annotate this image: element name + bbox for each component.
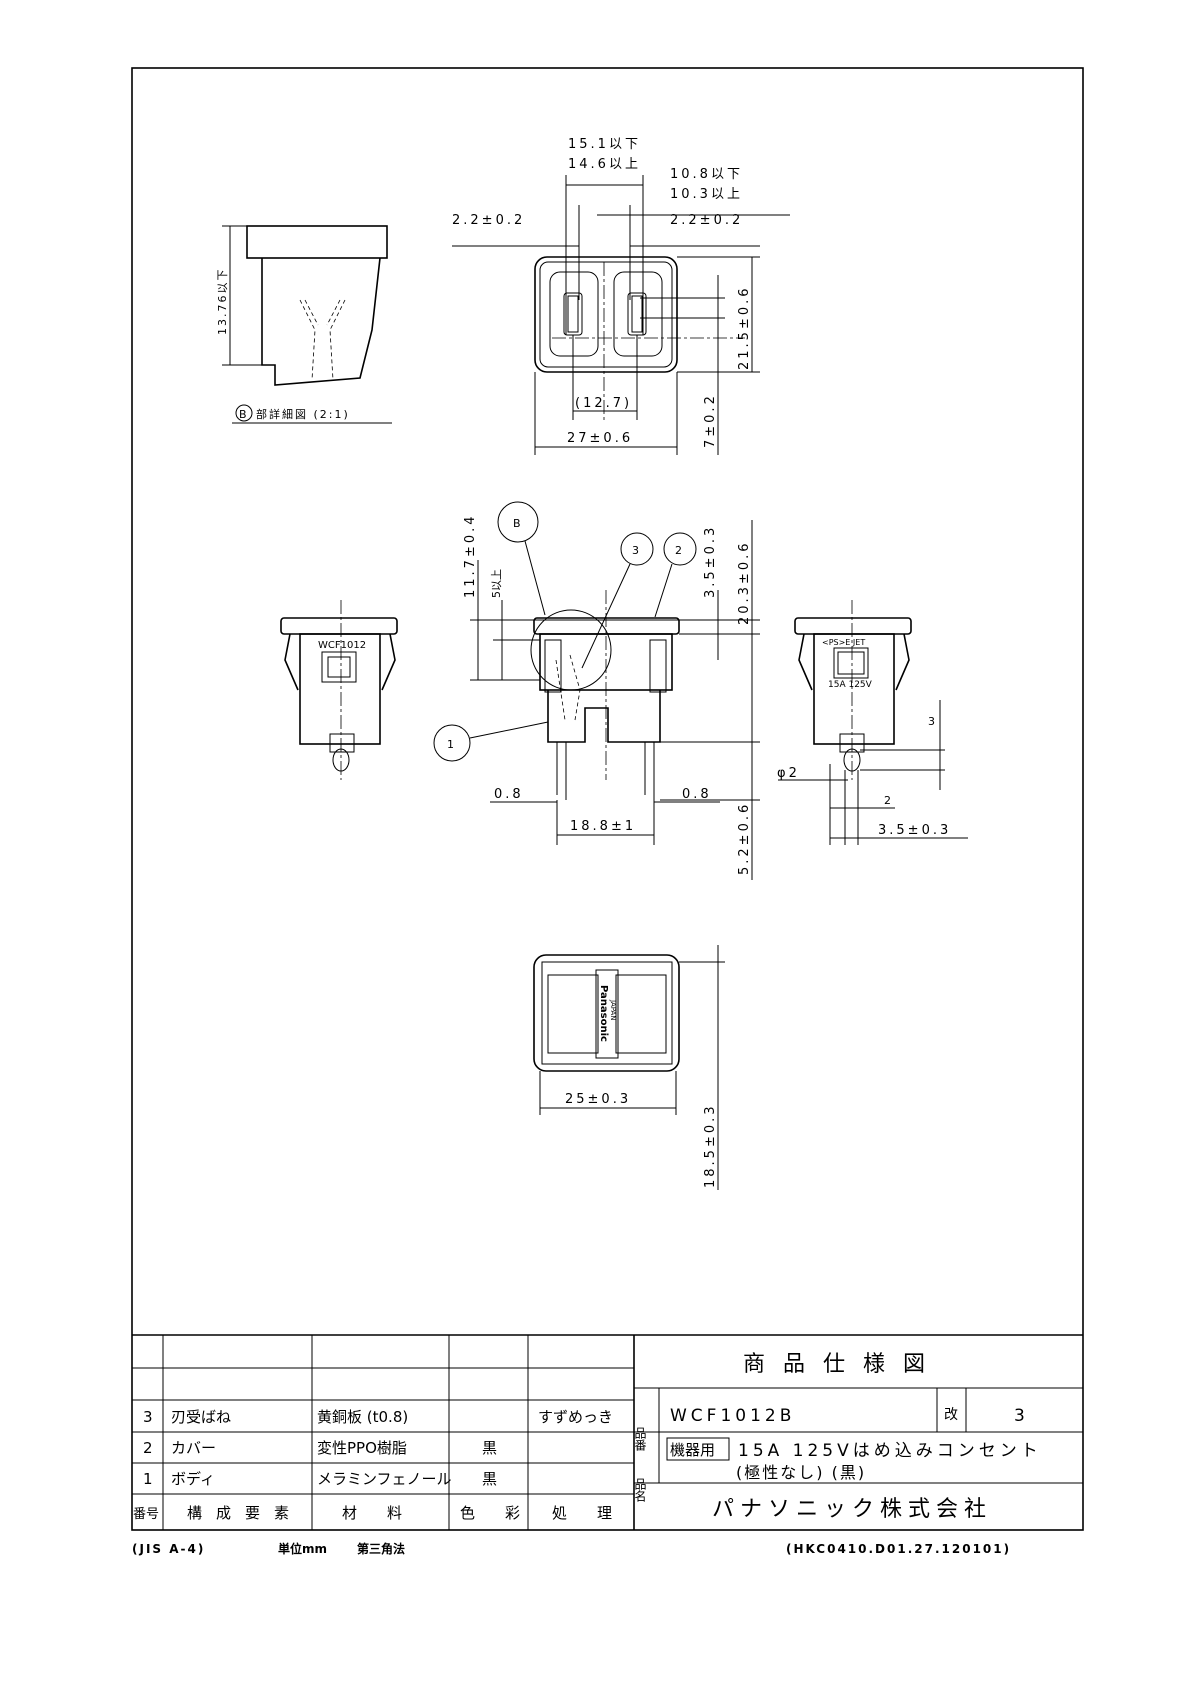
detail-caption: 部詳細図 (2:1): [256, 407, 350, 421]
dim-18-5: 18.5±0.3: [703, 1103, 718, 1188]
dim-3-5-side: 3.5±0.3: [878, 823, 951, 838]
row-material: メラミンフェノール: [317, 1470, 452, 1488]
row-no: 1: [143, 1470, 153, 1488]
dim-phi-2: φ2: [777, 766, 800, 781]
dim-18-8: 18.8±1: [570, 819, 636, 834]
row-part: 刃受ばね: [171, 1408, 231, 1426]
row-color: 黒: [482, 1470, 497, 1488]
product-name-tag: 機器用: [670, 1441, 715, 1459]
row-finish: すずめっき: [538, 1408, 613, 1426]
product-name-line2: (極性なし) (黒): [736, 1463, 866, 1482]
header-finish: 処理: [552, 1504, 642, 1522]
origin-marking: JAPAN: [609, 999, 617, 1021]
dim-11-7: 11.7±0.4: [463, 513, 478, 598]
table-row: 2 カバー 変性PPO樹脂 黒: [143, 1439, 497, 1457]
dim-2-2-left: 2.2±0.2: [452, 213, 525, 228]
rating-marking: 15A 125V: [828, 680, 873, 690]
front-view: 11.7±0.4 5以上 3.5±0.3 20.3±0.6 0.8 0.8 18…: [433, 501, 760, 880]
dim-0-8-left: 0.8: [494, 787, 524, 802]
sheet-border: [131, 67, 1084, 1531]
dim-3: 3: [928, 715, 935, 728]
parts-table: 3 刃受ばね 黄銅板 (t0.8) すずめっき 2 カバー 変性PPO樹脂 黒 …: [132, 1334, 1083, 1530]
callout-b: B: [513, 517, 521, 530]
sheet-size: (JIS A-4): [132, 1542, 205, 1556]
left-side-view: WCF1012: [280, 600, 398, 780]
detail-marker-b: B: [239, 408, 247, 421]
header-color: 色彩: [460, 1504, 550, 1522]
right-marking: <PS>E JET: [822, 638, 865, 647]
footer: (JIS A-4) 単位mm 第三角法 (HKC0410.D01.27.1201…: [132, 1541, 1011, 1556]
callout-1: 1: [447, 738, 454, 751]
company-name: パナソニック株式会社: [712, 1497, 992, 1522]
header-no: 番号: [133, 1507, 159, 1522]
dim-2-2-right: 2.2±0.2: [670, 213, 743, 228]
dim-5-min: 5以上: [490, 569, 503, 598]
dim-0-8-right: 0.8: [682, 787, 712, 802]
dim-3-5: 3.5±0.3: [703, 525, 718, 598]
dim-14-6: 14.6以上: [568, 157, 641, 172]
table-header: 番号 構成要素 材料 色彩 処理: [133, 1504, 642, 1522]
right-side-view: <PS>E JET 15A 125V 3 φ2 2 3.5±0.3: [777, 600, 968, 845]
detail-b-view: 13.76以下 B 部詳細図 (2:1): [216, 225, 392, 424]
dim-5-2: 5.2±0.6: [737, 802, 752, 875]
unit-note: 単位mm: [278, 1541, 327, 1556]
revision-label: 改: [944, 1407, 958, 1423]
revision-number: 3: [1014, 1406, 1029, 1426]
left-marking: WCF1012: [318, 640, 366, 651]
dim-27: 27±0.6: [567, 431, 633, 446]
row-part: ボディ: [171, 1470, 215, 1488]
dim-25: 25±0.3: [565, 1092, 631, 1107]
dim-21-5: 21.5±0.6: [737, 285, 752, 370]
table-row: 3 刃受ばね 黄銅板 (t0.8) すずめっき: [143, 1408, 613, 1426]
projection-note: 第三角法: [357, 1541, 405, 1556]
row-material: 黄銅板 (t0.8): [317, 1408, 408, 1426]
row-no: 3: [143, 1408, 153, 1426]
bottom-view: Panasonic JAPAN 25±0.3 18.5±0.3: [533, 945, 725, 1190]
header-material: 材料: [342, 1504, 432, 1522]
row-material: 変性PPO樹脂: [317, 1439, 407, 1457]
drawing-title: 商品仕様図: [743, 1352, 943, 1377]
part-no-label: 品番: [633, 1427, 647, 1452]
row-color: 黒: [482, 1439, 497, 1457]
callout-3: 3: [632, 544, 639, 557]
title-block: 商品仕様図 品番 WCF1012B 改 3 品名 機器用 15A 125Vはめ込…: [633, 1352, 1083, 1522]
product-name-line1: 15A 125Vはめ込みコンセント: [738, 1441, 1042, 1461]
row-no: 2: [143, 1439, 153, 1457]
part-number: WCF1012B: [670, 1406, 795, 1426]
product-name-label: 品名: [633, 1478, 647, 1502]
document-number: (HKC0410.D01.27.120101): [786, 1542, 1011, 1556]
dim-13-76: 13.76以下: [216, 268, 229, 336]
callout-2: 2: [675, 544, 682, 557]
row-part: カバー: [171, 1439, 216, 1457]
dim-20-3: 20.3±0.6: [737, 540, 752, 625]
dim-12-7: (12.7): [575, 396, 632, 411]
dim-7: 7±0.2: [703, 393, 718, 448]
top-view: 15.1以下 14.6以上 10.8以下 10.3以上 2.2±0.2 2.2±…: [452, 137, 790, 455]
dim-10-3: 10.3以上: [670, 187, 743, 202]
table-row: 1 ボディ メラミンフェノール 黒: [143, 1470, 497, 1488]
dim-2: 2: [884, 794, 891, 807]
dim-15-1: 15.1以下: [568, 137, 641, 152]
brand-marking: Panasonic: [598, 985, 609, 1042]
header-part: 構成要素: [187, 1504, 303, 1522]
dim-10-8: 10.8以下: [670, 167, 743, 182]
